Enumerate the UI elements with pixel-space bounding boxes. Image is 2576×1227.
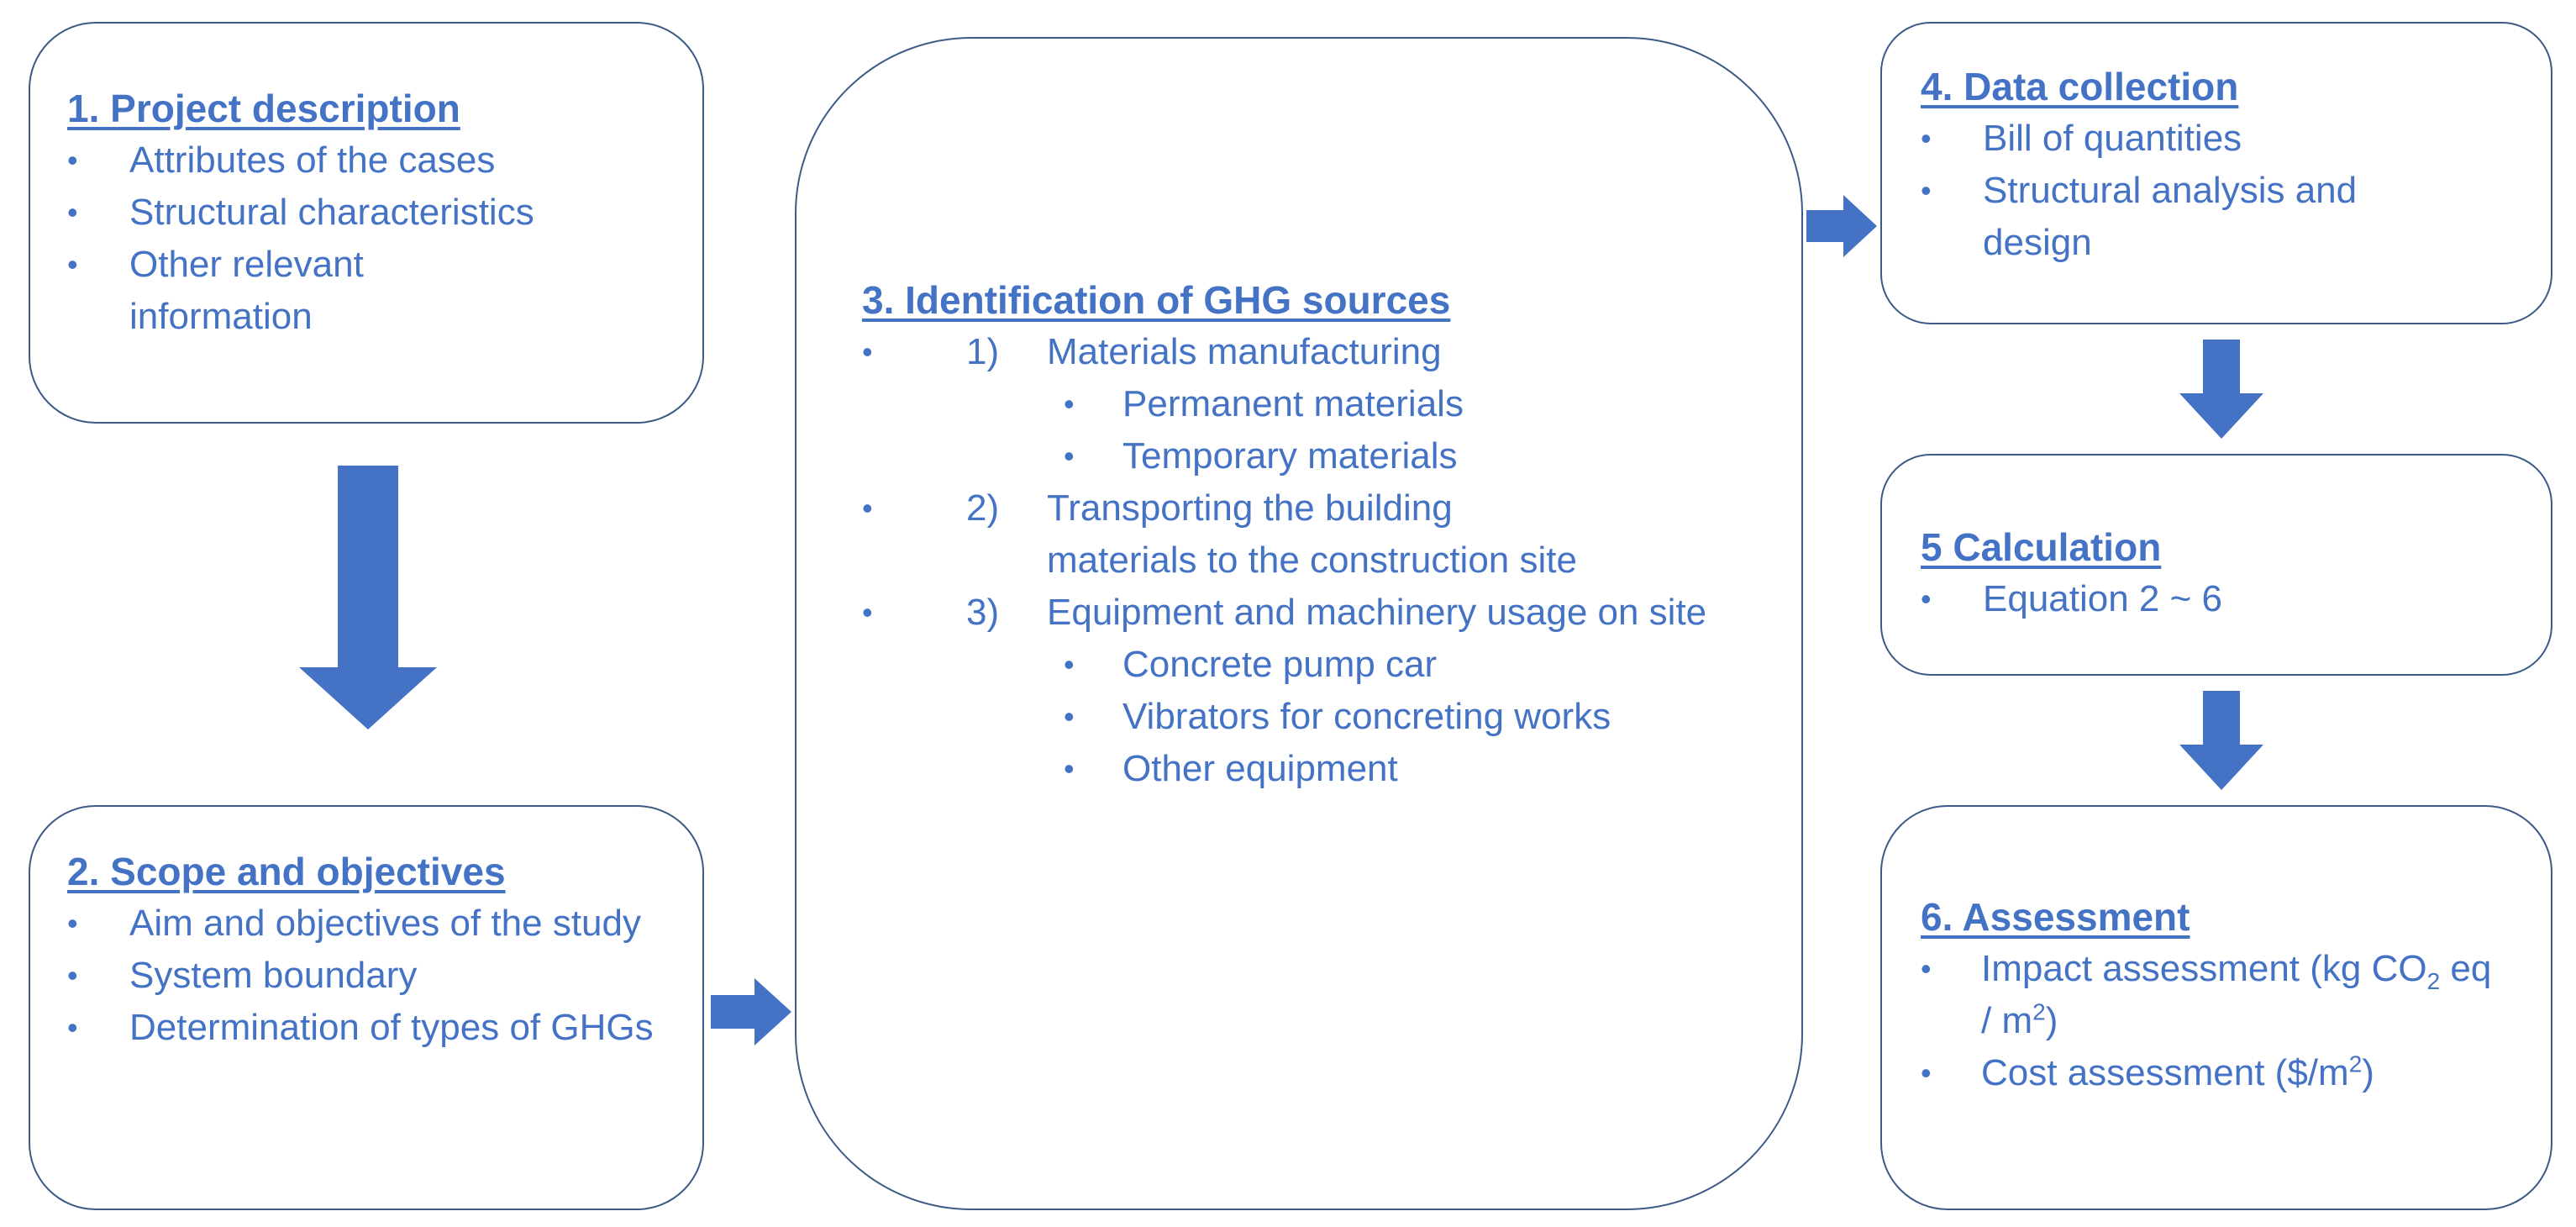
step-label: Equipment and machinery usage on site — [1047, 592, 1707, 633]
sub-item: Vibrators for concreting works — [963, 691, 1677, 743]
arrow-down-5-to-6-icon — [2179, 691, 2263, 790]
sub-item: Temporary materials — [963, 430, 1768, 482]
step-item: 3) Equipment and machinery usage on site… — [862, 587, 1768, 795]
impact-subscript: 2 — [2426, 967, 2441, 994]
step-sub-list: Concrete pump car Vibrators for concreti… — [1047, 639, 1768, 795]
sub-item: Other equipment — [963, 743, 1768, 795]
data-collection-title: 4. Data collection — [1921, 65, 2239, 108]
assessment-title: 6. Assessment — [1921, 895, 2190, 939]
list-item: Impact assessment (kg CO2 eq / m2) — [1921, 943, 2502, 1047]
arrow-down-4-to-5-icon — [2179, 340, 2263, 439]
calculation-title: 5 Calculation — [1921, 525, 2162, 569]
step-label: Materials manufacturing — [1047, 331, 1442, 372]
project-description-box: 1. Project description Attributes of the… — [29, 22, 704, 424]
step-item: 1) Materials manufacturing Permanent mat… — [862, 326, 1768, 482]
project-description-title: 1. Project description — [67, 87, 460, 130]
list-item: Other relevant information — [67, 239, 407, 343]
list-item: System boundary — [67, 950, 669, 1002]
impact-text: Impact assessment (kg CO — [1981, 948, 2427, 989]
calculation-box: 5 Calculation Equation 2 ~ 6 — [1880, 454, 2552, 676]
ghg-sources-steps: 1) Materials manufacturing Permanent mat… — [862, 326, 1768, 795]
scope-objectives-list: Aim and objectives of the study System b… — [67, 898, 669, 1054]
list-item: Attributes of the cases — [67, 134, 669, 187]
list-item: Structural analysis and design — [1921, 165, 2470, 269]
arrow-right-3-to-4-icon — [1806, 195, 1877, 257]
calculation-list: Equation 2 ~ 6 — [1921, 573, 2526, 625]
arrow-down-1-to-2-icon — [299, 466, 437, 729]
list-item: Structural characteristics — [67, 187, 669, 239]
scope-objectives-title: 2. Scope and objectives — [67, 850, 506, 893]
ghg-sources-box: 3. Identification of GHG sources 1) Mate… — [795, 37, 1803, 1210]
step-label: Transporting the building materials to t… — [1047, 487, 1577, 581]
impact-close: ) — [2045, 1000, 2058, 1041]
list-item: Equation 2 ~ 6 — [1921, 573, 2526, 625]
sub-item: Concrete pump car — [963, 639, 1768, 691]
impact-superscript: 2 — [2032, 998, 2046, 1025]
step-number: 1) — [966, 331, 1000, 372]
assessment-box: 6. Assessment Impact assessment (kg CO2 … — [1880, 805, 2552, 1210]
project-description-list: Attributes of the cases Structural chara… — [67, 134, 669, 343]
cost-superscript: 2 — [2348, 1051, 2363, 1077]
step-number: 3) — [966, 592, 1000, 633]
cost-close: ) — [2362, 1052, 2374, 1093]
arrow-right-2-to-3-icon — [711, 978, 791, 1045]
scope-objectives-box: 2. Scope and objectives Aim and objectiv… — [29, 805, 704, 1210]
impact-unit-text: eq / m — [1981, 948, 2492, 1041]
list-item: Aim and objectives of the study — [67, 898, 684, 950]
step-sub-list: Permanent materials Temporary materials — [1047, 378, 1768, 482]
sub-item: Permanent materials — [963, 378, 1768, 430]
ghg-sources-title: 3. Identification of GHG sources — [862, 278, 1451, 322]
step-number: 2) — [966, 487, 1000, 529]
list-item: Determination of types of GHGs — [67, 1002, 684, 1054]
cost-text: Cost assessment ($/m — [1981, 1052, 2349, 1093]
step-item: 2) Transporting the building materials t… — [862, 482, 1585, 587]
data-collection-list: Bill of quantities Structural analysis a… — [1921, 113, 2526, 269]
data-collection-box: 4. Data collection Bill of quantities St… — [1880, 22, 2552, 324]
assessment-list: Impact assessment (kg CO2 eq / m2) Cost … — [1921, 943, 2526, 1099]
list-item: Bill of quantities — [1921, 113, 2526, 165]
list-item: Cost assessment ($/m2) — [1921, 1047, 2526, 1099]
